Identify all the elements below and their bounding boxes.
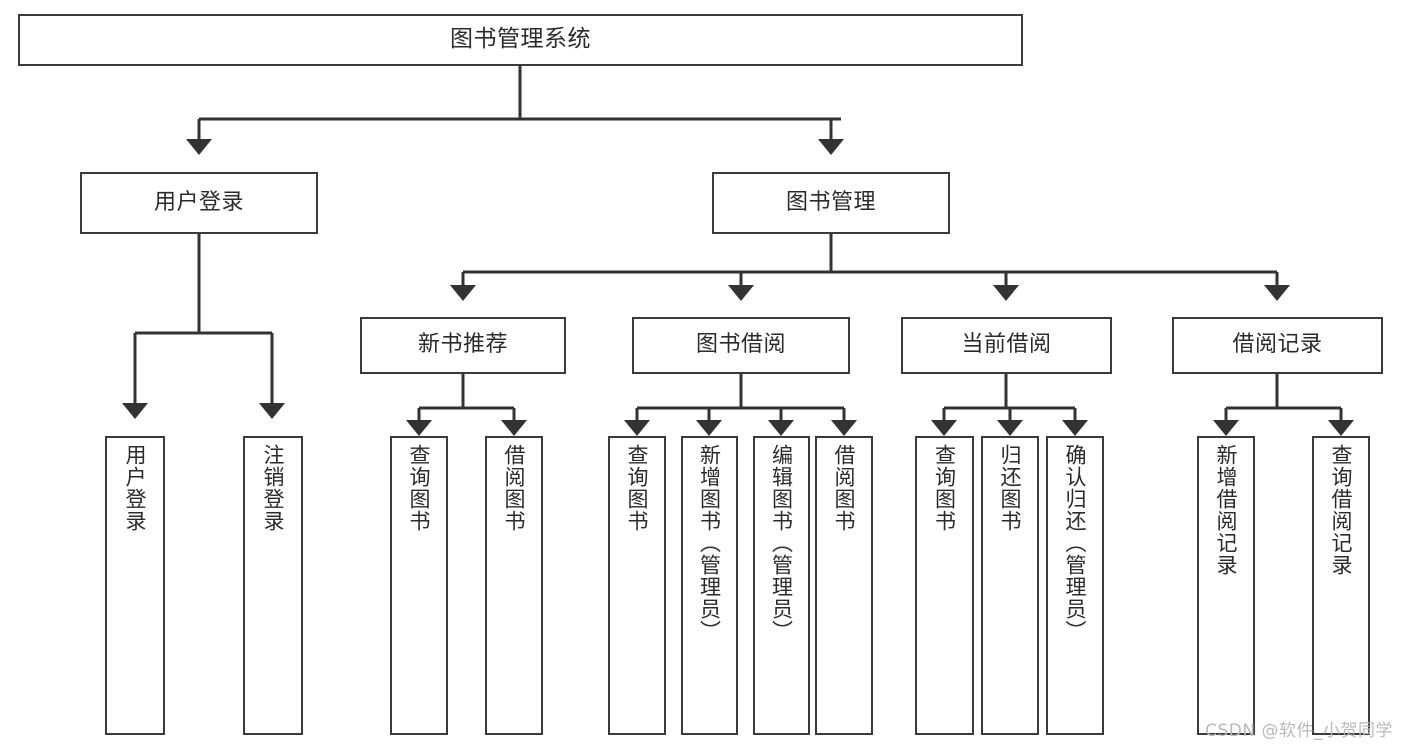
leaf-query-book-1-label: 查询图书 [407,444,432,532]
node-current-borrow-label: 当前借阅 [961,332,1052,358]
leaf-add-record-label: 新增借阅记录 [1214,444,1239,576]
leaf-user-login[interactable]: 用户登录 [105,436,165,735]
leaf-query-book-1[interactable]: 查询图书 [390,436,448,735]
node-current-borrow[interactable]: 当前借阅 [901,317,1112,374]
node-book-borrow-label: 图书借阅 [695,332,786,358]
leaf-borrow-book-1-label: 借阅图书 [502,444,527,532]
leaf-logout[interactable]: 注销登录 [243,436,303,735]
node-root-label: 图书管理系统 [450,26,591,53]
leaf-logout-label: 注销登录 [261,444,286,532]
node-root-system[interactable]: 图书管理系统 [18,14,1023,66]
leaf-borrow-book-2[interactable]: 借阅图书 [815,436,873,735]
node-user-login-label: 用户登录 [153,189,244,215]
leaf-query-record-label: 查询借阅记录 [1329,444,1354,576]
leaf-borrow-book-2-label: 借阅图书 [832,444,857,532]
node-borrow-record-label: 借阅记录 [1232,332,1323,358]
node-new-book-recommend-label: 新书推荐 [417,332,508,358]
leaf-add-book[interactable]: 新增图书（管理员） [681,436,738,735]
leaf-query-book-3[interactable]: 查询图书 [915,436,974,735]
leaf-query-book-3-label: 查询图书 [932,444,957,532]
node-book-management-label: 图书管理 [785,189,876,215]
leaf-confirm-return[interactable]: 确认归还（管理员） [1046,436,1104,735]
leaf-add-record[interactable]: 新增借阅记录 [1197,436,1255,735]
leaf-edit-book-label: 编辑图书（管理员） [769,444,794,642]
node-user-login[interactable]: 用户登录 [80,172,318,234]
leaf-borrow-book-1[interactable]: 借阅图书 [485,436,543,735]
leaf-add-book-label: 新增图书（管理员） [697,444,722,642]
leaf-query-book-2-label: 查询图书 [625,444,650,532]
leaf-query-book-2[interactable]: 查询图书 [608,436,666,735]
leaf-edit-book[interactable]: 编辑图书（管理员） [753,436,810,735]
node-new-book-recommend[interactable]: 新书推荐 [360,317,566,374]
node-book-borrow[interactable]: 图书借阅 [632,317,850,374]
node-borrow-record[interactable]: 借阅记录 [1172,317,1383,374]
leaf-return-book-label: 归还图书 [998,444,1023,532]
node-book-management[interactable]: 图书管理 [712,172,950,234]
leaf-return-book[interactable]: 归还图书 [981,436,1039,735]
leaf-user-login-label: 用户登录 [123,444,148,532]
leaf-confirm-return-label: 确认归还（管理员） [1063,444,1088,642]
leaf-query-record[interactable]: 查询借阅记录 [1312,436,1370,735]
